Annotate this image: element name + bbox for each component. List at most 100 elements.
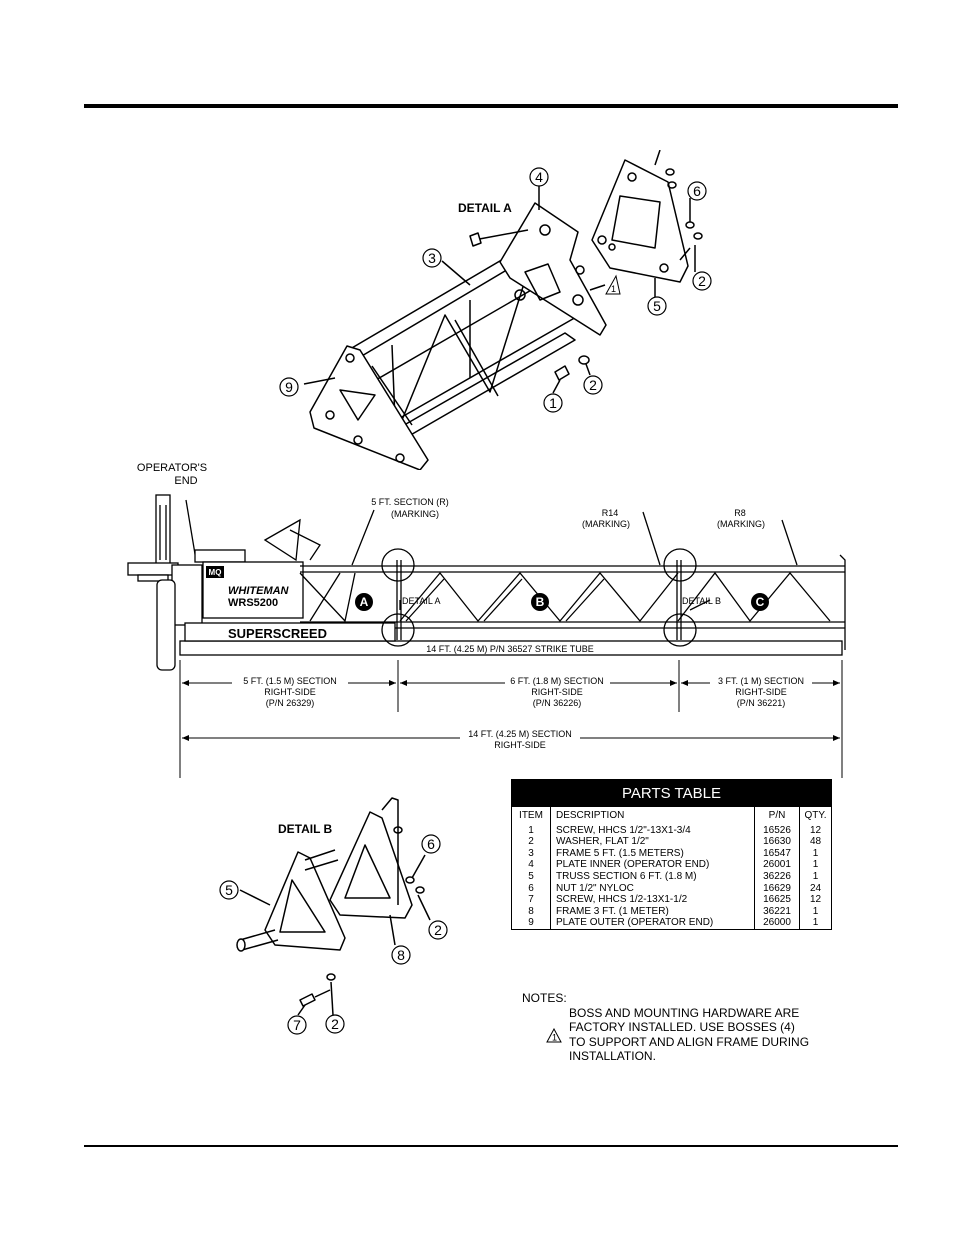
note-line: FACTORY INSTALLED. USE BOSSES (4) [569, 1020, 795, 1034]
cell-pn: 26001 [754, 859, 800, 871]
cell-item: 7 [512, 894, 551, 906]
detail-a-drawing: 1 DETAIL A 4 3 6 2 5 9 2 1 [279, 150, 712, 470]
parts-table-header: ITEM DESCRIPTION P/N QTY. [512, 807, 831, 825]
parts-table-title: PARTS TABLE [512, 780, 831, 807]
header-description: DESCRIPTION [550, 807, 755, 825]
cell-qty: 24 [809, 882, 822, 894]
note-item: 1 BOSS AND MOUNTING HARDWARE ARE FACTORY… [522, 1006, 842, 1064]
section-r-label: 5 FT. SECTION (R) [371, 497, 449, 507]
cell-qty: 12 [809, 824, 822, 836]
cell-qty: 1 [812, 870, 819, 882]
detail-b-callout: 2 [434, 922, 442, 938]
model-name: WRS5200 [228, 597, 278, 609]
cell-item: 8 [512, 905, 551, 918]
header-qty: QTY. [804, 810, 827, 821]
dim-section-1: RIGHT-SIDE [264, 687, 316, 697]
detail-a-callout: 2 [589, 377, 597, 393]
cell-qty: 1 [812, 905, 819, 917]
brand-name: WHITEMAN [228, 585, 290, 597]
detail-a-callout: 6 [693, 183, 701, 199]
detail-a-callout: 9 [285, 379, 293, 395]
mq-logo [206, 566, 224, 578]
detail-a-callout: 1 [549, 395, 557, 411]
cell-item: 9 [512, 917, 551, 929]
cell-item: 5 [512, 870, 551, 883]
cell-description: SCREW, HHCS 1/2-13X1-1/2 [550, 894, 755, 906]
detail-b-callout: 6 [427, 836, 435, 852]
cell-item: 3 [512, 847, 551, 860]
r14-label: R14 [602, 508, 619, 518]
operators-end-label: OPERATOR'S [137, 462, 207, 474]
notes: NOTES: 1 BOSS AND MOUNTING HARDWARE ARE … [522, 991, 842, 1064]
detail-a-callout: 5 [653, 298, 661, 314]
detail-a-callout: 3 [428, 250, 436, 266]
cell-qty: 1 [812, 847, 819, 859]
cell-qty: 48 [809, 836, 822, 848]
cell-description: FRAME 5 FT. (1.5 METERS) [550, 847, 755, 860]
section-letter: A [360, 595, 369, 609]
cell-item: 4 [512, 859, 551, 871]
elevation-drawing: OPERATOR'S END [127, 462, 846, 778]
cell-qty: 12 [809, 894, 822, 906]
cell-pn: 36226 [754, 870, 800, 883]
strike-tube-label: 14 FT. (4.25 M) P/N 36527 STRIKE TUBE [426, 644, 593, 654]
r14-label: (MARKING) [582, 519, 630, 529]
dim-section-3: (P/N 36221) [737, 698, 786, 708]
mq-logo-text: MQ [209, 568, 222, 577]
product-name: SUPERSCREED [228, 626, 327, 641]
detail-b-callout: 5 [225, 882, 233, 898]
r8-label: (MARKING) [717, 519, 765, 529]
dim-section-1: 5 FT. (1.5 M) SECTION [243, 676, 337, 686]
cell-description: TRUSS SECTION 6 FT. (1.8 M) [550, 870, 755, 883]
dim-section-1: (P/N 26329) [266, 698, 315, 708]
note-triangle-icon [605, 274, 621, 295]
detail-b-drawing: DETAIL B 6 5 2 8 7 2 [219, 797, 448, 1035]
dim-section-3: 3 FT. (1 M) SECTION [718, 676, 804, 686]
cell-item: 1 [512, 824, 551, 837]
cell-pn: 16630 [754, 836, 800, 848]
note-line: BOSS AND MOUNTING HARDWARE ARE [569, 1005, 800, 1020]
detail-a-tag: DETAIL A [402, 596, 441, 606]
detail-b-callout: 2 [331, 1016, 339, 1032]
cell-pn: 16625 [754, 894, 800, 906]
section-letter: C [756, 595, 765, 609]
header-item: ITEM [512, 807, 551, 825]
cell-description: FRAME 3 FT. (1 METER) [550, 905, 755, 918]
detail-b-tag: DETAIL B [682, 596, 721, 606]
cell-pn: 36221 [754, 905, 800, 918]
dim-total: RIGHT-SIDE [494, 740, 546, 750]
header-pn: P/N [754, 807, 800, 825]
dim-section-2: 6 FT. (1.8 M) SECTION [510, 676, 604, 686]
detail-b-callout: 7 [293, 1017, 301, 1033]
cell-description: SCREW, HHCS 1/2"-13X1-3/4 [550, 824, 755, 837]
cell-qty: 1 [812, 917, 819, 929]
detail-b-title: DETAIL B [278, 822, 333, 836]
cell-pn: 16526 [754, 824, 800, 837]
cell-description: PLATE INNER (OPERATOR END) [550, 859, 755, 871]
cell-pn: 26000 [754, 917, 800, 929]
cell-pn: 16547 [754, 847, 800, 860]
cell-item: 6 [512, 882, 551, 895]
cell-description: WASHER, FLAT 1/2" [550, 836, 755, 848]
operators-end-label: END [174, 475, 197, 487]
r8-label: R8 [734, 508, 746, 518]
dim-section-2: (P/N 36226) [533, 698, 582, 708]
cell-description: PLATE OUTER (OPERATOR END) [550, 917, 755, 929]
detail-a-note-marker: 1 [611, 284, 616, 294]
cell-description: NUT 1/2" NYLOC [550, 882, 755, 895]
dim-section-2: RIGHT-SIDE [531, 687, 583, 697]
bottom-rule [84, 1145, 898, 1147]
cell-pn: 16629 [754, 882, 800, 895]
cell-item: 2 [512, 836, 551, 848]
dim-total: 14 FT. (4.25 M) SECTION [468, 729, 572, 739]
